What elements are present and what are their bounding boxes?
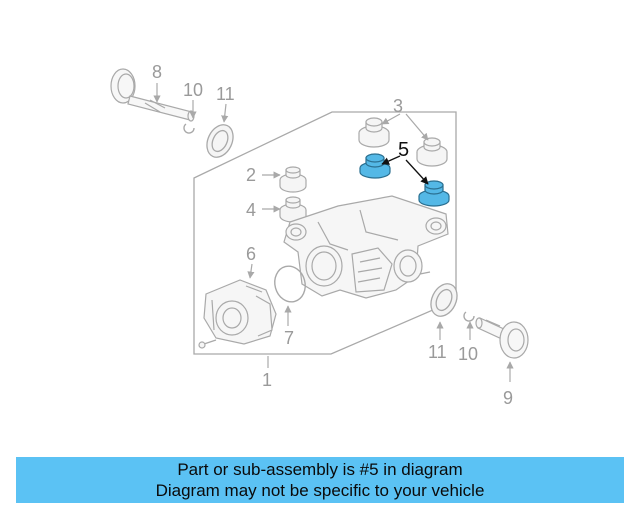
callout-11-right: 11: [428, 342, 447, 362]
callout-3: 3: [393, 96, 403, 116]
banner-line-disclaimer: Diagram may not be specific to your vehi…: [155, 481, 485, 500]
seal-right: [430, 283, 458, 317]
callout-1: 1: [262, 370, 272, 390]
leader-lines: [153, 83, 514, 382]
callout-7: 7: [284, 328, 294, 348]
callout-10-left: 10: [183, 80, 203, 100]
mount-3-right: [416, 137, 448, 167]
callout-8: 8: [152, 62, 162, 82]
leader-lines-active: [381, 155, 429, 185]
seal-left: [206, 124, 234, 158]
mount-5-right-highlighted: [418, 180, 450, 207]
output-flange-right: [475, 317, 529, 359]
callout-6: 6: [246, 244, 256, 264]
callout-11-left: 11: [216, 84, 235, 104]
differential-carrier: [283, 195, 449, 299]
banner-line-part: Part or sub-assembly is #5 in diagram: [177, 460, 463, 479]
callout-4: 4: [246, 200, 256, 220]
gasket-7: [274, 265, 306, 303]
parts-diagram: 8 10 11 3 5 2 4 6 7 1 11 10 9: [110, 62, 529, 408]
bushing-2: [279, 166, 307, 193]
callout-10-right: 10: [458, 344, 478, 364]
info-banner: Part or sub-assembly is #5 in diagram Di…: [16, 457, 624, 503]
mount-5-left-highlighted: [359, 153, 391, 179]
mount-3-left: [358, 117, 390, 148]
cover-bolt: [198, 339, 217, 349]
differential-cover: [203, 279, 277, 345]
callout-2: 2: [246, 165, 256, 185]
callout-5: 5: [398, 139, 409, 161]
callout-9: 9: [503, 388, 513, 408]
snap-ring-left: [183, 123, 195, 134]
snap-ring-right: [463, 311, 475, 322]
